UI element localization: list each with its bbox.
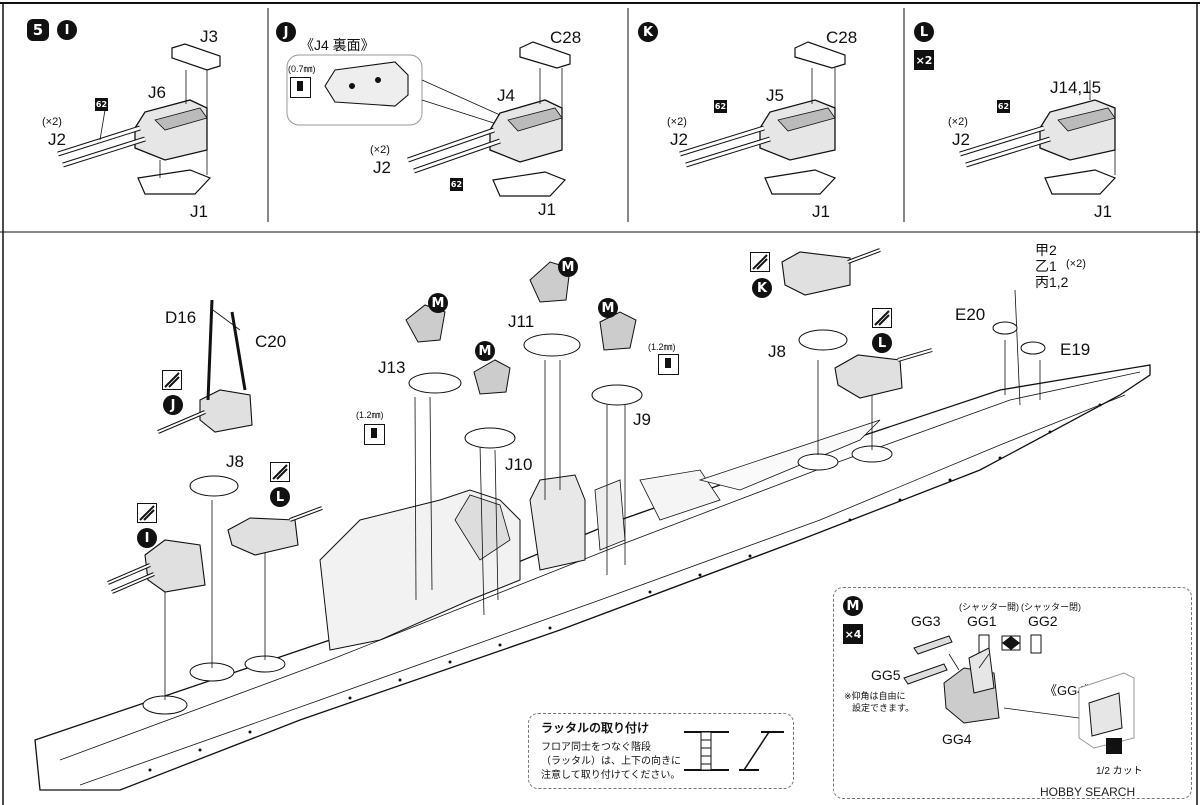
mark-k: K [638, 22, 658, 42]
ladder-note-line2: （ラッタル）は、上下の向きに [541, 756, 681, 767]
turret-drawing-j [286, 41, 571, 197]
label-c28: C28 [826, 28, 858, 47]
mark-j: J [163, 395, 183, 415]
label-j5: J5 [766, 86, 784, 105]
mark-l: L [270, 487, 290, 507]
mark-m: M [475, 341, 495, 361]
label-j1: J1 [190, 202, 208, 221]
label-j2: J2 [48, 130, 66, 149]
label-j1: J1 [1094, 202, 1112, 221]
cement-icon [750, 252, 770, 272]
label-half-cut: 1/2 カット [1096, 766, 1143, 777]
mark-i: I [57, 20, 77, 40]
label-j2: J2 [373, 158, 391, 177]
label-gg3: GG3 [911, 613, 941, 629]
mark-k: K [752, 278, 772, 298]
cement-icon [872, 308, 892, 328]
badge-62: 62 [714, 100, 727, 113]
ladder-diagram [684, 731, 784, 771]
multiplier-badge: ×2 [914, 50, 934, 70]
label-elevation-1: ※仰角は自由に [844, 691, 906, 701]
caption-j4-back: 《J4 裏面》 [300, 37, 375, 53]
label-j9: J9 [633, 410, 651, 429]
badge-62: 62 [450, 178, 463, 191]
badge-62: 62 [95, 98, 108, 111]
thickness-07mm: (0.7㎜) [288, 64, 316, 74]
label-x2: (×2) [1066, 258, 1086, 270]
label-hei: 丙1,2 [1035, 274, 1069, 290]
ladder-note-line3: 注意して取り付けてください。 [541, 770, 681, 781]
ladder-note: ラッタルの取り付け フロア同士をつなぐ階段 （ラッタル）は、上下の向きに 注意し… [528, 713, 794, 789]
label-j11: J11 [508, 312, 535, 331]
ladder-note-line1: フロア同士をつなぐ階段 [541, 742, 651, 753]
thickness-12mm-b: (1.2㎜) [356, 410, 384, 420]
label-x2: (×2) [370, 144, 390, 156]
label-shutter-open: (シャッター開) [959, 602, 1019, 612]
cement-icon [270, 462, 290, 482]
label-x2: (×2) [948, 116, 968, 128]
label-j2: J2 [952, 130, 970, 149]
label-j4: J4 [497, 86, 515, 105]
cement-icon [137, 503, 157, 523]
turret-drawing-k [679, 41, 846, 195]
label-x2: (×2) [667, 116, 687, 128]
label-j13: J13 [378, 358, 406, 377]
turret-drawing-i [57, 43, 221, 195]
mark-i: I [137, 528, 157, 548]
label-c28: C28 [550, 28, 582, 47]
label-kou: 甲2 [1035, 242, 1057, 258]
turret-drawing-l [959, 80, 1117, 195]
badge-62: 62 [997, 100, 1010, 113]
glue-icon [364, 424, 385, 445]
glue-icon [290, 77, 311, 98]
mark-m: M [558, 257, 578, 277]
label-j1: J1 [538, 200, 556, 219]
label-j8-left: J8 [226, 452, 244, 471]
label-gg4: GG4 [942, 731, 972, 747]
label-e19: E19 [1060, 340, 1091, 359]
label-j8-right: J8 [768, 342, 786, 361]
watermark: HOBBY SEARCH [1040, 785, 1135, 799]
step-number-badge: 5 [27, 19, 49, 41]
label-gg2: GG2 [1028, 613, 1058, 629]
label-gg1: GG1 [967, 613, 997, 629]
glue-icon [658, 354, 679, 375]
label-gg5: GG5 [871, 667, 901, 683]
mark-j: J [276, 22, 296, 42]
label-j6: J6 [148, 83, 166, 102]
mark-l: L [872, 333, 892, 353]
thickness-12mm-a: (1.2㎜) [648, 342, 676, 352]
label-otsu: 乙1 [1035, 258, 1057, 274]
label-j10: J10 [505, 455, 533, 474]
label-x2: (×2) [42, 116, 62, 128]
mark-m: M [598, 298, 618, 318]
label-e20: E20 [955, 305, 986, 324]
aa-gun-drawing [903, 634, 1135, 754]
label-j14-15: J14,15 [1050, 78, 1102, 97]
sub-assembly-m: M ×4 (シャッター開) (シャッター閉) GG3 GG1 GG2 GG5 ※… [833, 587, 1192, 799]
multiplier-badge: ×4 [843, 624, 863, 644]
label-d16: D16 [165, 308, 197, 327]
watermark-text: HOBBY SEARCH [1040, 785, 1136, 799]
mark-m: M [428, 293, 448, 313]
label-elevation-2: 設定できます。 [852, 703, 915, 713]
mark-l: L [914, 22, 934, 42]
ladder-note-title: ラッタルの取り付け [541, 721, 650, 735]
label-j2: J2 [670, 130, 688, 149]
label-j3: J3 [200, 27, 218, 46]
cement-icon [162, 370, 182, 390]
mark-m: M [843, 596, 863, 616]
label-j1: J1 [812, 202, 830, 221]
label-shutter-closed: (シャッター閉) [1021, 602, 1081, 612]
label-c20: C20 [255, 332, 287, 351]
